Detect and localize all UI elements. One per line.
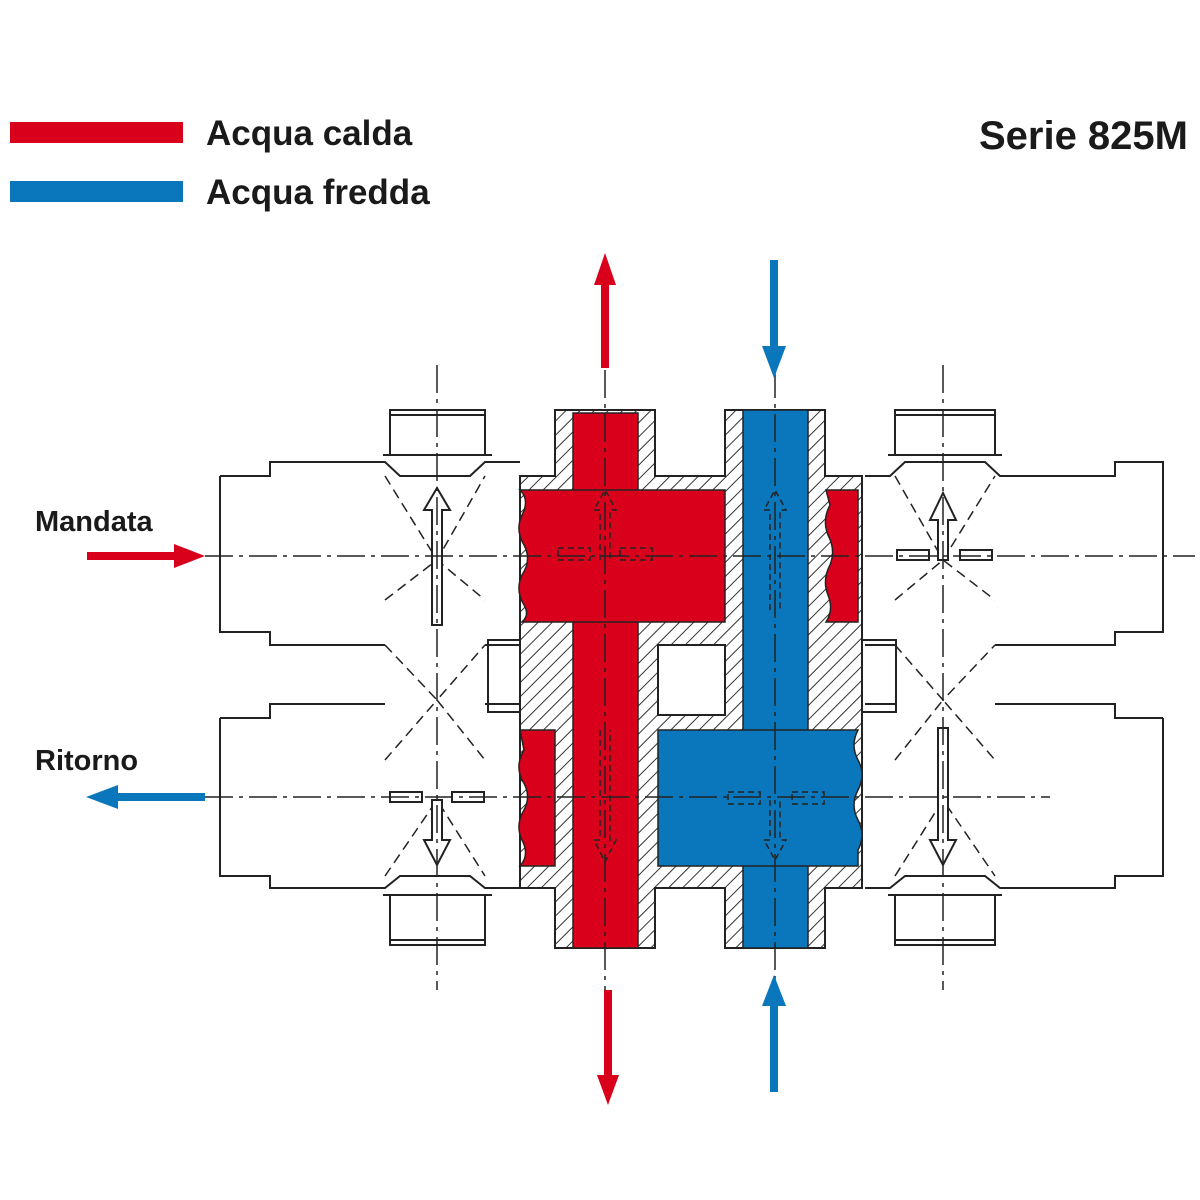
cold-water-swatch bbox=[10, 181, 183, 202]
cold-water-label: Acqua fredda bbox=[206, 173, 430, 212]
hot-outlet-arrow bbox=[594, 253, 616, 368]
hot-water-swatch bbox=[10, 122, 183, 143]
centerlines bbox=[205, 365, 1195, 990]
return-arrow bbox=[86, 785, 205, 809]
series-title: Serie 825M bbox=[978, 114, 1188, 158]
supply-label: Mandata bbox=[35, 506, 153, 538]
cold-inlet-arrow bbox=[762, 260, 786, 378]
right-body bbox=[825, 409, 1164, 946]
hot-water-label: Acqua calda bbox=[206, 114, 413, 153]
hot-lower-arrow bbox=[597, 990, 619, 1105]
left-body bbox=[219, 409, 559, 946]
return-label: Ritorno bbox=[35, 745, 139, 777]
cold-lower-arrow bbox=[762, 975, 786, 1092]
supply-arrow bbox=[87, 544, 205, 568]
